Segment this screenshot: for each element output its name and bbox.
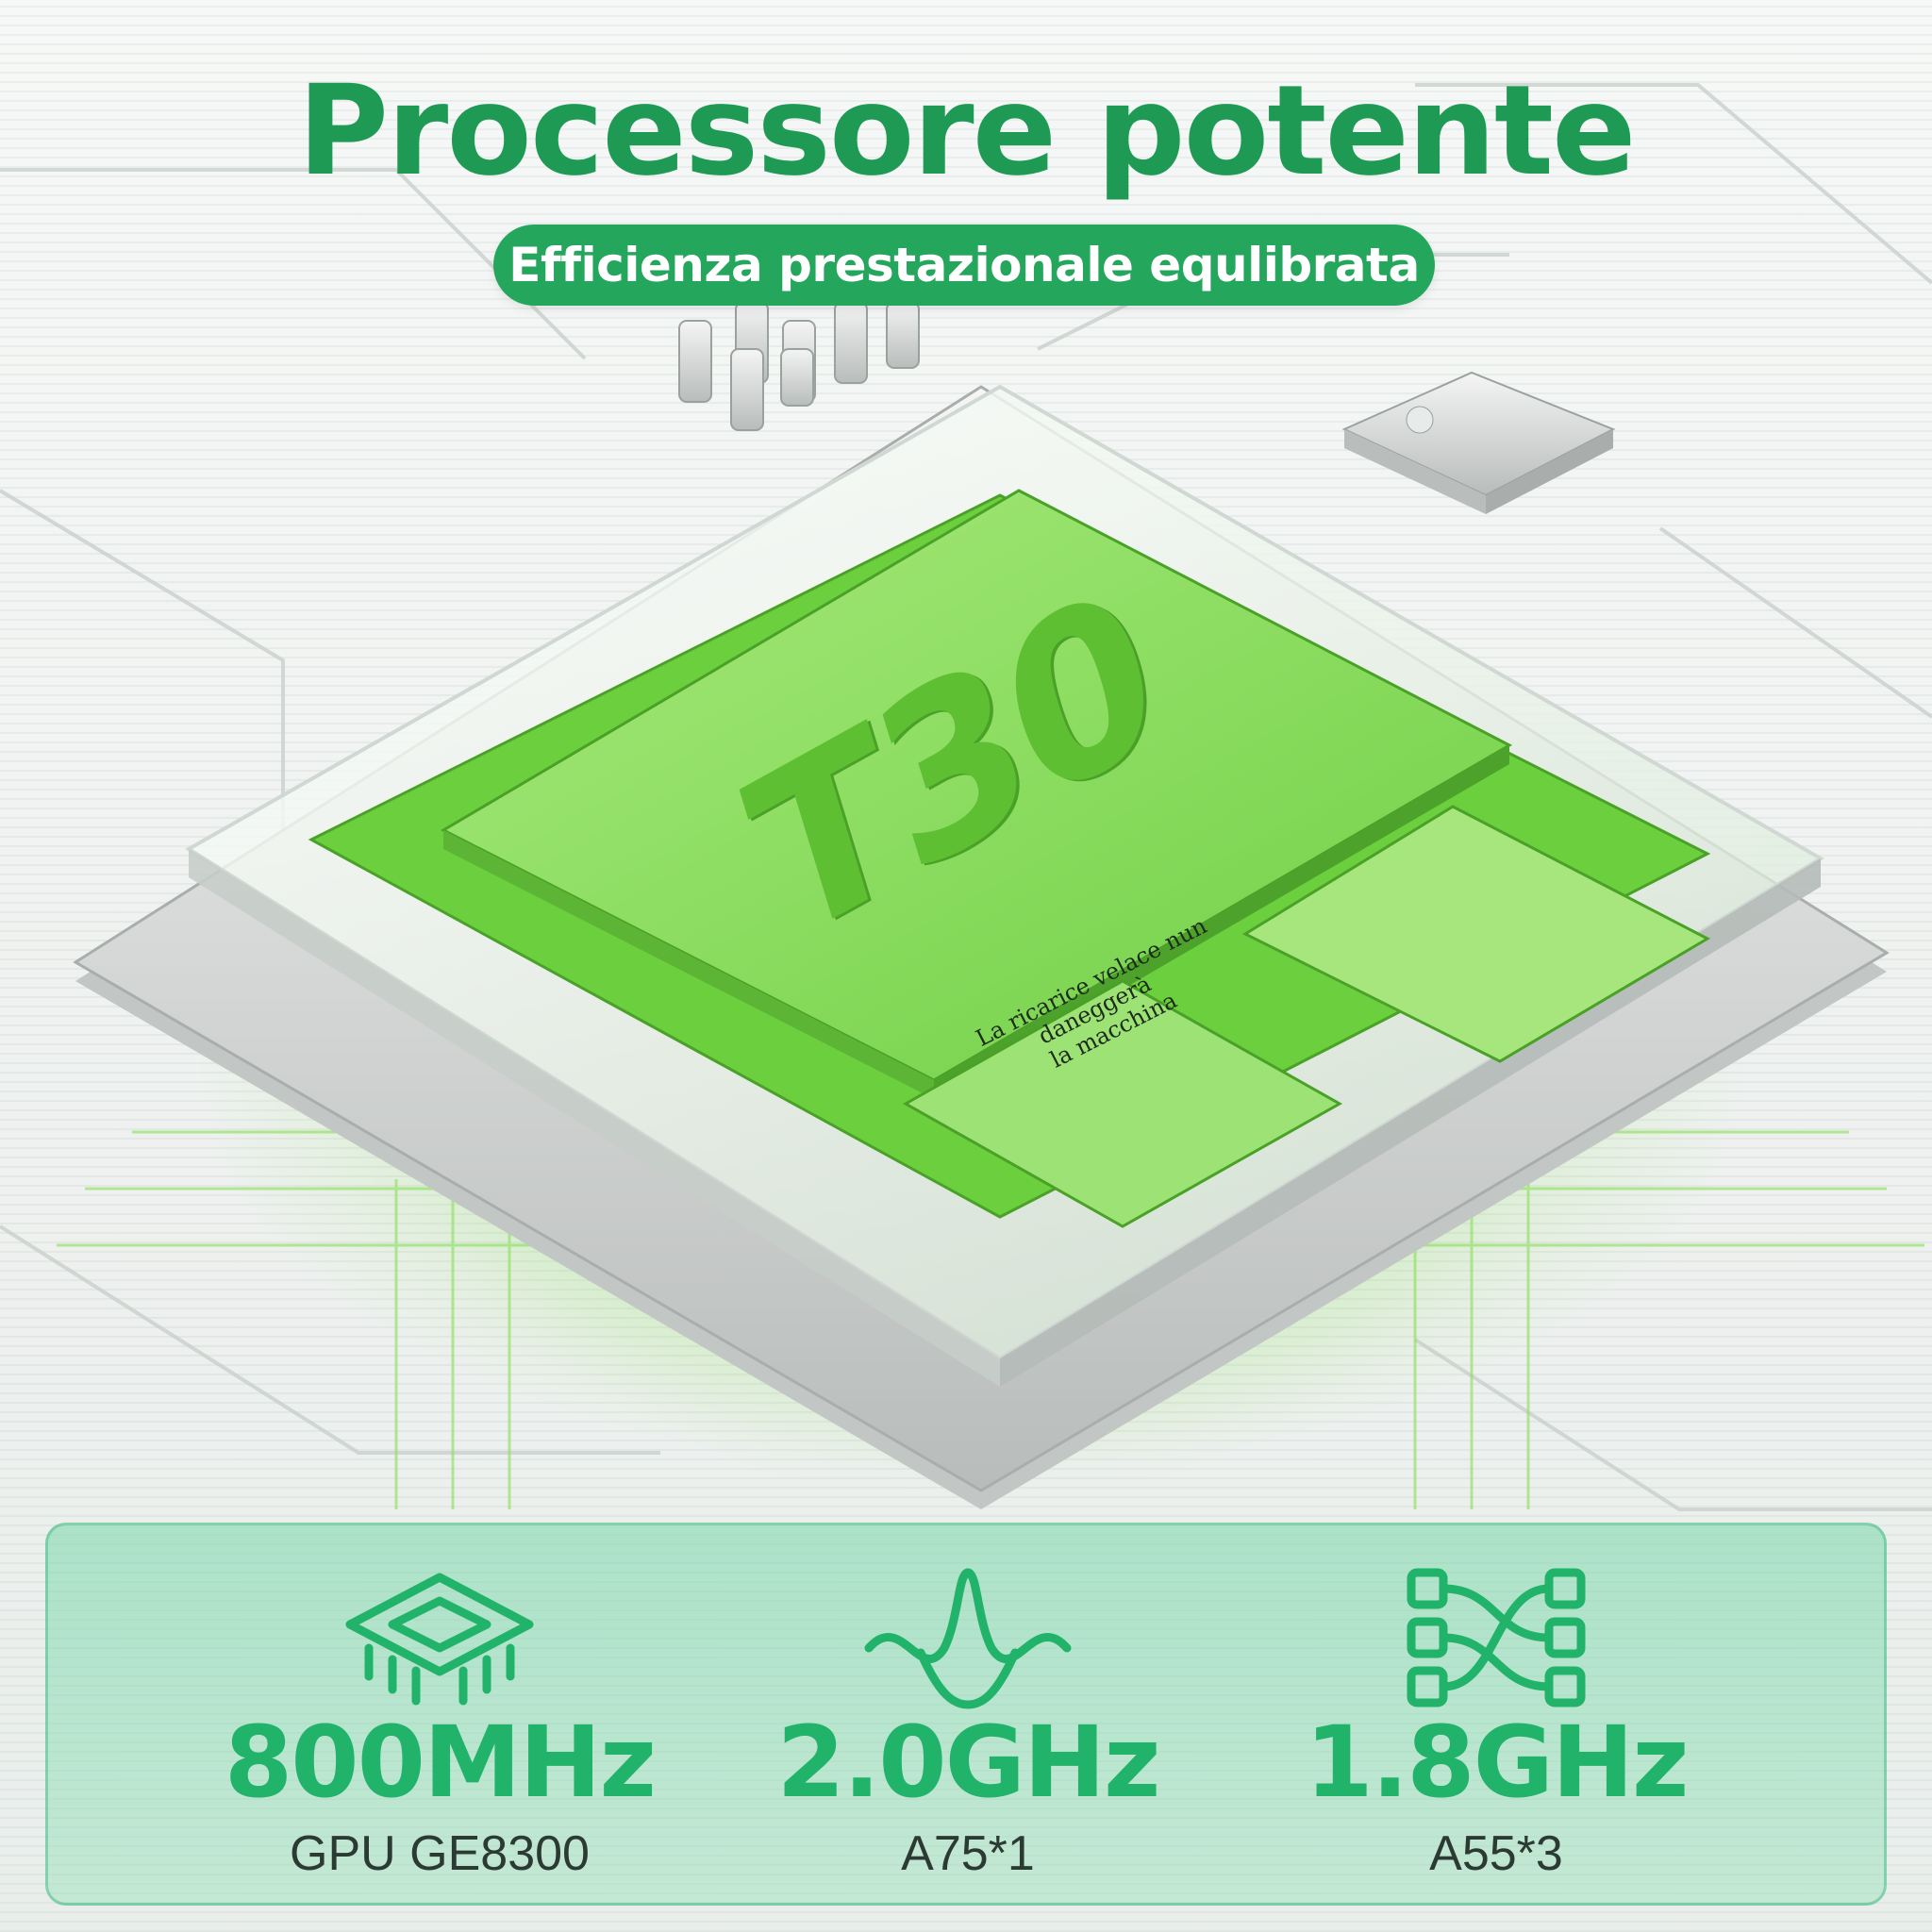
spec-label: A75*1 bbox=[901, 1826, 1035, 1881]
network-icon bbox=[1407, 1568, 1586, 1707]
subtitle-text: Efficienza prestazionale equlibrata bbox=[508, 238, 1420, 292]
spec-big-core: 2.0GHz A75*1 bbox=[685, 1525, 1251, 1908]
spec-gpu: 800MHz GPU GE8300 bbox=[157, 1525, 723, 1908]
spec-label: A55*3 bbox=[1429, 1826, 1563, 1881]
spec-value: 800MHz bbox=[224, 1705, 657, 1820]
specs-panel: 800MHz GPU GE8300 2.0GHz A75*1 1.8GHz bbox=[45, 1523, 1887, 1906]
chip-icon bbox=[345, 1573, 534, 1706]
wave-icon bbox=[864, 1568, 1072, 1709]
spec-label: GPU GE8300 bbox=[290, 1826, 590, 1881]
spec-value: 2.0GHz bbox=[776, 1705, 1160, 1820]
spec-value: 1.8GHz bbox=[1305, 1705, 1689, 1820]
subtitle-badge: Efficienza prestazionale equlibrata bbox=[493, 225, 1435, 306]
page-title: Processore potente bbox=[297, 58, 1636, 204]
spec-little-core: 1.8GHz A55*3 bbox=[1213, 1525, 1779, 1908]
